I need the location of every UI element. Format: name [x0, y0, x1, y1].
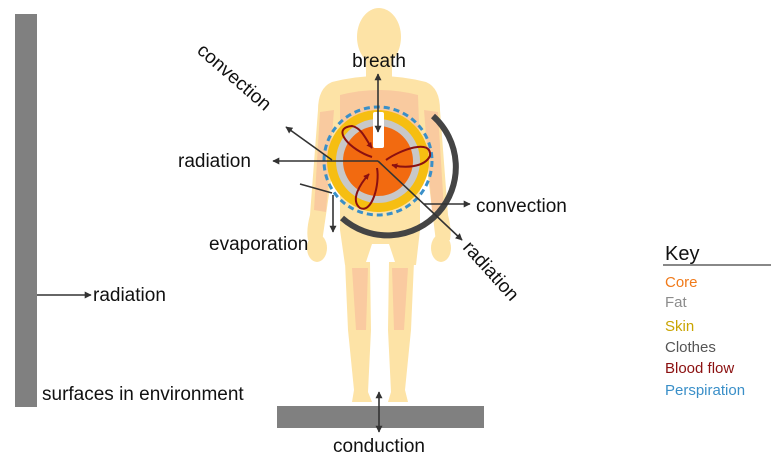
breath-label: breath [352, 51, 406, 72]
evaporation-label: evaporation [209, 234, 308, 255]
wall-radiation-label: radiation [93, 285, 166, 306]
key-item-blood-flow: Blood flow [665, 360, 734, 377]
key-item-perspiration: Perspiration [665, 382, 745, 399]
radiation-left-label: radiation [178, 151, 251, 172]
wall-surface [15, 14, 37, 407]
key-item-clothes: Clothes [665, 339, 716, 356]
surfaces-label: surfaces in environment [42, 384, 244, 405]
convection-right-label: convection [476, 196, 567, 217]
key-item-core: Core [665, 274, 698, 291]
floor-surface [277, 406, 484, 428]
radiation-lower-label: radiation [458, 237, 522, 305]
key-item-fat: Fat [665, 294, 688, 311]
key-title: Key [665, 243, 699, 265]
key-item-skin: Skin [665, 318, 694, 335]
conduction-label: conduction [333, 436, 425, 455]
convection-upper-label: convection [193, 40, 275, 115]
key-legend: Key Core Fat Skin Clothes Blood flow Per… [663, 243, 771, 399]
